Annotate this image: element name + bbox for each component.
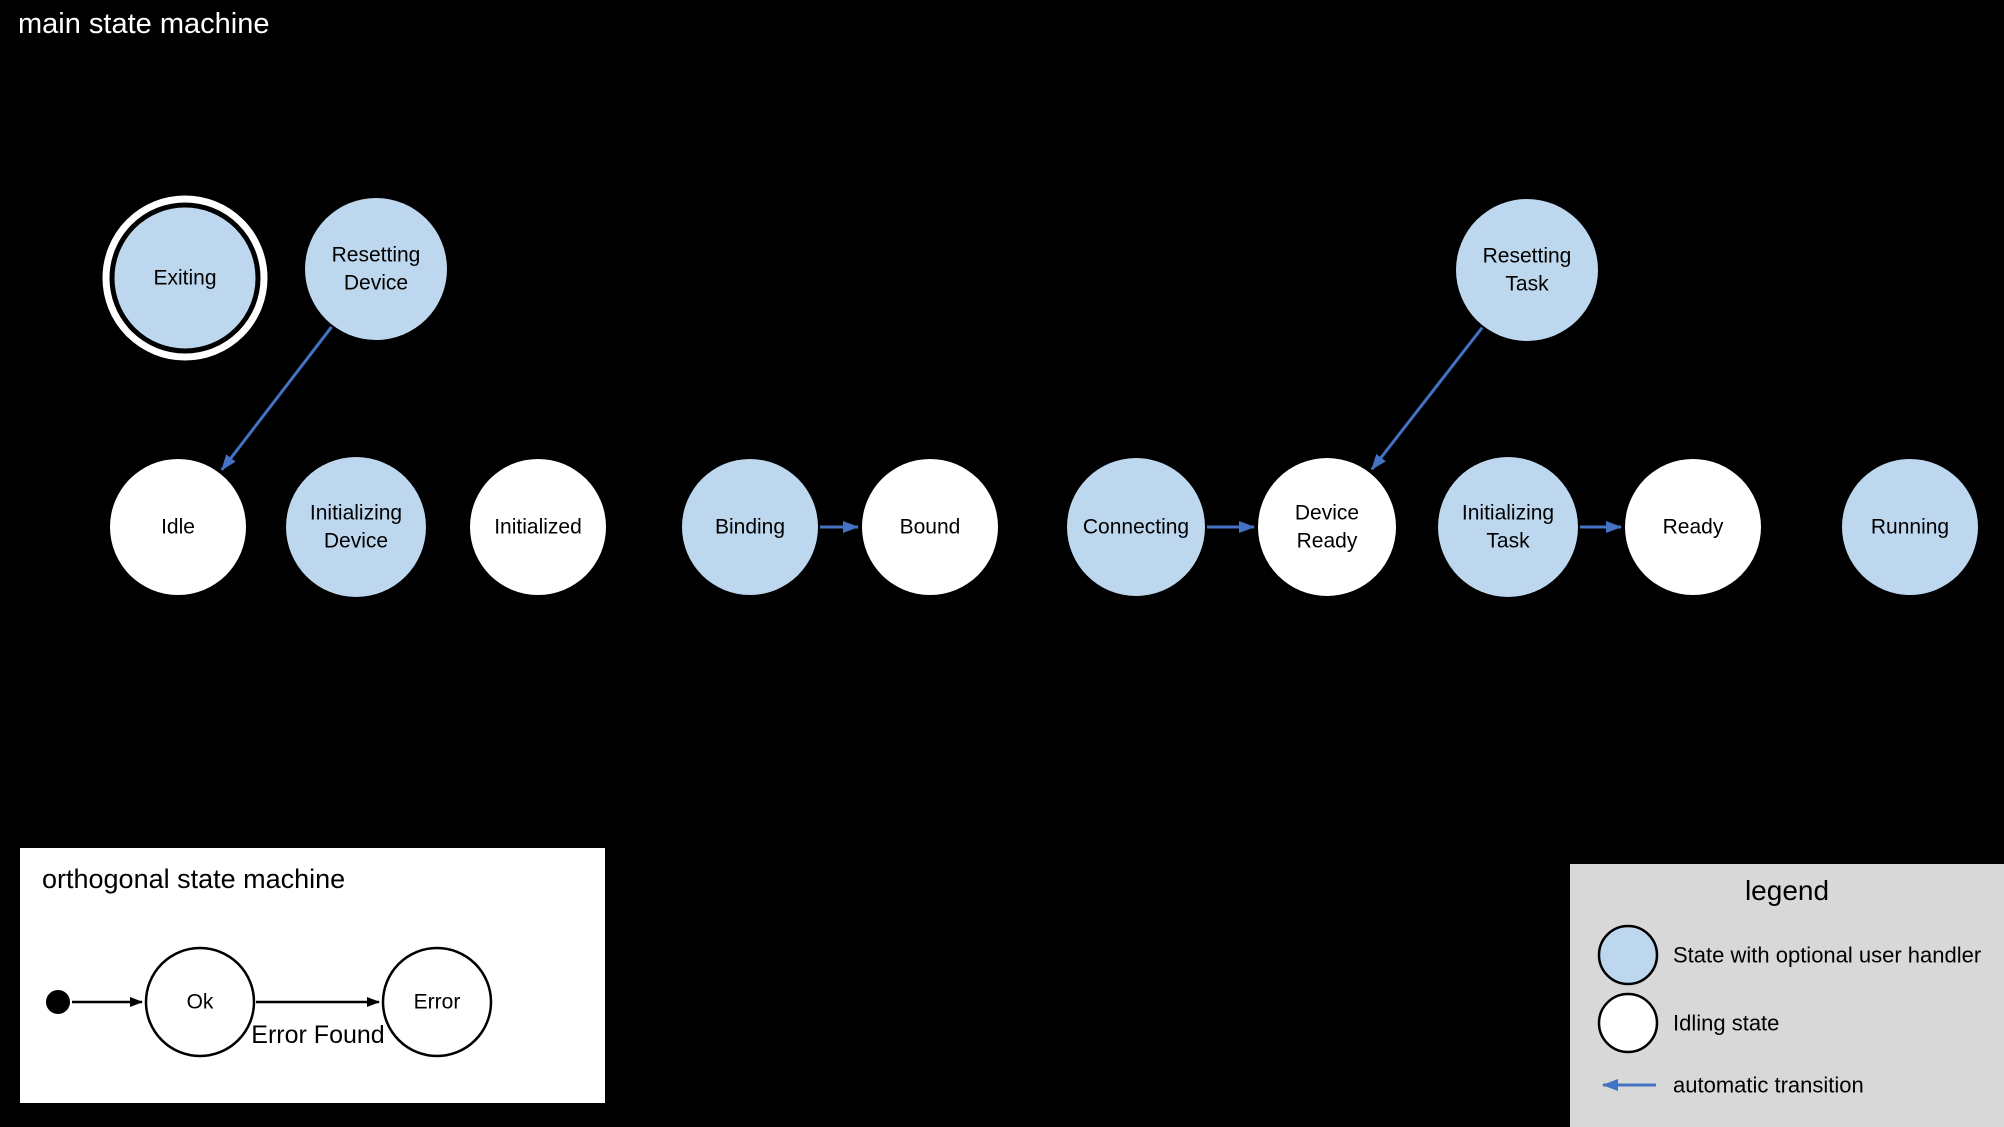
state-ready-label: Ready [1663, 516, 1724, 539]
state-bound-label: Bound [900, 516, 961, 539]
state-ready [1625, 459, 1761, 595]
legend-handler-state-swatch [1597, 924, 1659, 986]
orthogonal-state-ok [144, 946, 256, 1058]
state-resetting-task [1456, 199, 1598, 341]
orthogonal-state-ok-label: Ok [187, 991, 214, 1014]
state-connecting-label: Connecting [1083, 516, 1189, 539]
orthogonal-machine-panel [20, 848, 605, 1103]
transition-resetting-task-to-device-ready [1370, 326, 1484, 471]
initial-state-dot [46, 990, 70, 1014]
state-idle-label: Idle [161, 516, 195, 539]
state-binding [682, 459, 818, 595]
state-resetting-device [305, 198, 447, 340]
state-connecting [1067, 458, 1205, 596]
state-bound [862, 459, 998, 595]
legend-panel [1570, 864, 2004, 1127]
state-running [1842, 459, 1978, 595]
orthogonal-state-error [381, 946, 493, 1058]
state-running-label: Running [1871, 516, 1949, 539]
state-initializing-task [1438, 457, 1578, 597]
legend-item-label: automatic transition [1673, 1073, 1864, 1098]
state-initialized-label: Initialized [494, 516, 582, 539]
transition-resetting-device-to-idle [220, 325, 333, 471]
legend-title: legend [1745, 875, 1829, 906]
state-exiting [111, 204, 259, 352]
state-exiting-label: Exiting [153, 267, 216, 290]
state-device-ready [1258, 458, 1396, 596]
state-initialized [470, 459, 606, 595]
state-initializing-device [286, 457, 426, 597]
legend-idling-state-swatch [1597, 992, 1659, 1054]
state-exiting-final-ring [102, 195, 268, 361]
transition-ok-to-error-label: Error Found [251, 1021, 384, 1049]
legend-item-label: Idling state [1673, 1011, 1779, 1036]
legend-item-label: State with optional user handler [1673, 943, 1981, 968]
orthogonal-machine-title: orthogonal state machine [42, 864, 345, 894]
state-idle [110, 459, 246, 595]
state-binding-label: Binding [715, 516, 785, 539]
main-machine-title: main state machine [18, 8, 270, 40]
orthogonal-state-error-label: Error [414, 991, 461, 1014]
